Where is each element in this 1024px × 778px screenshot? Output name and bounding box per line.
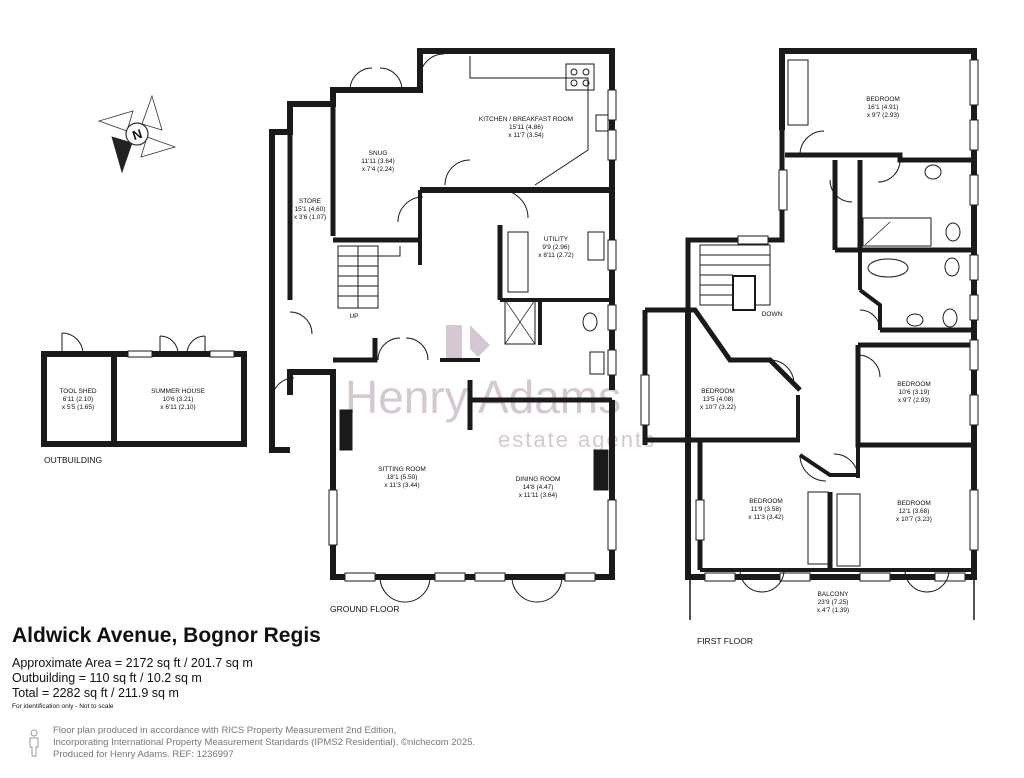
tool-shed-dim2: x 5'5 (1.65) (62, 404, 94, 411)
bedroom-4-name: BEDROOM (749, 498, 783, 505)
summer-house-dim1: 10'6 (3.21) (163, 396, 194, 403)
bedroom-2-dim1: 13'5 (4.08) (703, 396, 734, 403)
bedroom-5-name: BEDROOM (897, 500, 931, 507)
watermark: Henry Adams estate agents (345, 325, 656, 452)
watermark-tagline: estate agents (498, 427, 656, 452)
tool-shed-dim1: 6'11 (2.10) (63, 396, 93, 403)
watermark-brand: Henry Adams (345, 371, 621, 423)
utility-dim2: x 8'11 (2.72) (538, 252, 573, 259)
kitchen-dim1: 15'11 (4.86) (509, 124, 543, 131)
ground-floor-label: GROUND FLOOR (330, 604, 399, 614)
first-floor-label-text: FIRST FLOOR (697, 636, 754, 646)
kitchen-dim2: x 11'7 (3.54) (508, 132, 543, 139)
bedroom-4-dim1: 11'9 (3.58) (751, 506, 781, 513)
snug-name: SNUG (369, 150, 388, 157)
store-dim1: 15'1 (4.60) (295, 206, 326, 213)
stairs-down-label: DOWN (762, 311, 783, 318)
footer-line-2: Incorporating International Property Mea… (53, 737, 476, 748)
store-dim2: x 3'6 (1.07) (294, 214, 326, 221)
scale-note: For identification only - Not to scale (12, 703, 114, 710)
kitchen-name: KITCHEN / BREAKFAST ROOM (479, 116, 573, 123)
floor-plan: Henry Adams estate agents N TOOL SHED 6'… (41, 48, 979, 620)
outbuilding-plan (41, 332, 247, 447)
bedroom-3-name: BEDROOM (897, 381, 931, 388)
utility-dim1: 9'9 (2.96) (542, 244, 569, 251)
bedroom-5-dim2: x 10'7 (3.23) (896, 516, 932, 523)
dining-room-name: DINING ROOM (516, 476, 561, 483)
outbuilding-area: Outbuilding = 110 sq ft / 10.2 sq m (12, 671, 202, 685)
first-floor-plan (640, 48, 979, 620)
bedroom-1-name: BEDROOM (866, 96, 900, 103)
watermark-monogram (446, 325, 490, 360)
bedroom-3-dim1: 10'6 (3.19) (899, 389, 930, 396)
outbuilding-label: OUTBUILDING (44, 455, 102, 465)
tool-shed-name: TOOL SHED (59, 388, 97, 395)
store-name: STORE (299, 198, 322, 205)
compass-rose: N (97, 94, 177, 174)
bedroom-1-dim2: x 9'7 (2.93) (867, 112, 899, 119)
bedroom-3-dim2: x 9'7 (2.93) (898, 397, 930, 404)
balcony-name: BALCONY (817, 591, 849, 598)
bedroom-1-dim1: 16'1 (4.91) (868, 104, 899, 111)
bedroom-4-dim2: x 11'3 (3.42) (748, 514, 783, 521)
utility-name: UTILITY (544, 236, 569, 243)
person-icon (29, 729, 39, 757)
dining-room-dim2: x 11'11 (3.64) (519, 492, 558, 499)
sitting-room-dim2: x 11'3 (3.44) (384, 482, 419, 489)
footer-line-3: Produced for Henry Adams. REF: 1236997 (53, 749, 234, 760)
total-area: Total = 2282 sq ft / 211.9 sq m (12, 686, 179, 700)
bedroom-2-dim2: x 10'7 (3.22) (700, 404, 736, 411)
sitting-room-name: SITTING ROOM (378, 466, 426, 473)
sitting-room-dim1: 18'1 (5.50) (387, 474, 418, 481)
ground-floor-plan (269, 48, 617, 603)
summer-house-name: SUMMER HOUSE (151, 388, 205, 395)
stairs-up-label: UP (349, 313, 358, 320)
bedroom-5-dim1: 12'1 (3.68) (899, 508, 930, 515)
approximate-area: Approximate Area = 2172 sq ft / 201.7 sq… (12, 656, 253, 670)
dining-room-dim1: 14'8 (4.47) (523, 484, 554, 491)
balcony-dim1: 23'9 (7.25) (818, 599, 849, 606)
compass-north-letter: N (130, 126, 144, 143)
property-title: Aldwick Avenue, Bognor Regis (12, 624, 321, 647)
bedroom-2-name: BEDROOM (701, 388, 735, 395)
summer-house-dim2: x 6'11 (2.10) (160, 404, 195, 411)
snug-dim2: x 7'4 (2.24) (362, 166, 394, 173)
snug-dim1: 11'11 (3.64) (361, 158, 395, 165)
footer-line-1: Floor plan produced in accordance with R… (53, 725, 397, 736)
balcony-dim2: x 4'7 (1.39) (817, 607, 849, 614)
